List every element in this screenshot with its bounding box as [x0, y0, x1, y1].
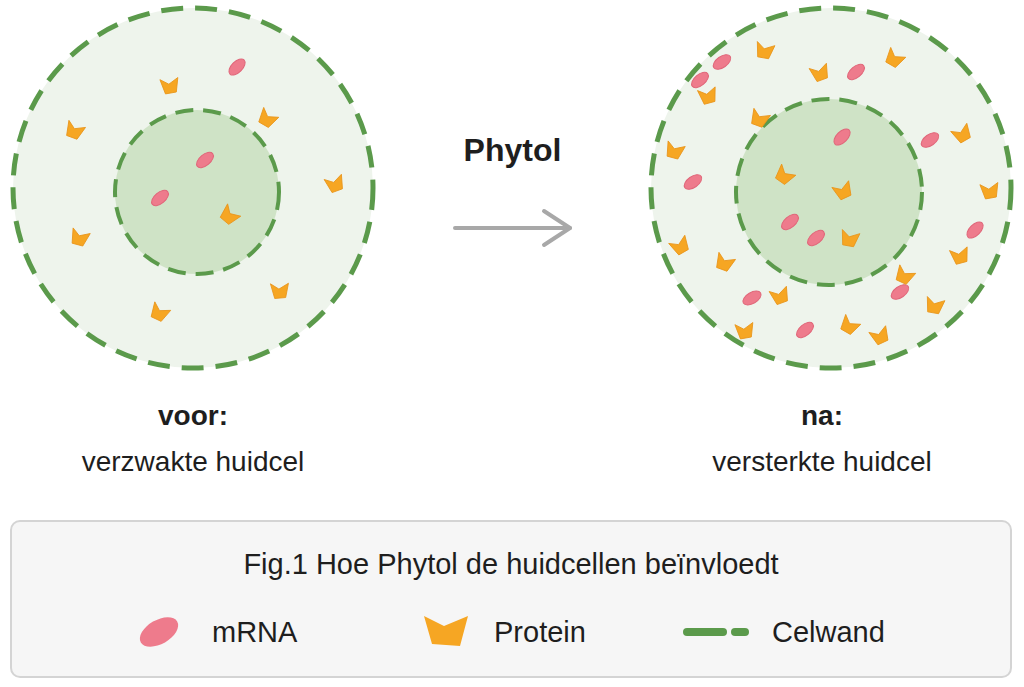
cell-heading: voor: [0, 393, 416, 439]
cell-wall [651, 8, 1011, 368]
arrow-head [544, 211, 570, 245]
cell-description: versterkte huidcel [599, 439, 1024, 485]
cell-heading: na: [599, 393, 1024, 439]
cell-wall [13, 8, 373, 368]
legend-label: Celwand [772, 614, 885, 650]
cell-labels: voor:verzwakte huidcel [0, 393, 416, 485]
cell-outline [648, 5, 1014, 371]
wall-sample [687, 632, 745, 633]
arrow-label: Phytol [464, 132, 562, 169]
figure-caption: Fig.1 Hoe Phytol de huidcellen beïnvloed… [12, 548, 1010, 581]
cell-description: verzwakte huidcel [0, 439, 416, 485]
legend-label: Protein [494, 614, 586, 650]
legend-box: Fig.1 Hoe Phytol de huidcellen beïnvloed… [10, 520, 1012, 678]
legend-swatch [687, 612, 757, 652]
arrow-shaft [455, 226, 570, 230]
wall-dash [735, 628, 745, 636]
legend-swatch [137, 612, 207, 652]
legend-swatch [422, 612, 492, 652]
legend-label: mRNA [212, 614, 297, 650]
cell-node: na:versterkte huidcel [648, 5, 1014, 371]
wall-dash [687, 628, 723, 636]
cell-node: voor:verzwakte huidcel [10, 5, 376, 371]
mrna-sample [135, 611, 183, 653]
protein-sample [424, 616, 468, 646]
cell-outline [10, 5, 376, 371]
cell-labels: na:versterkte huidcel [599, 393, 1024, 485]
process-arrow [455, 211, 570, 245]
